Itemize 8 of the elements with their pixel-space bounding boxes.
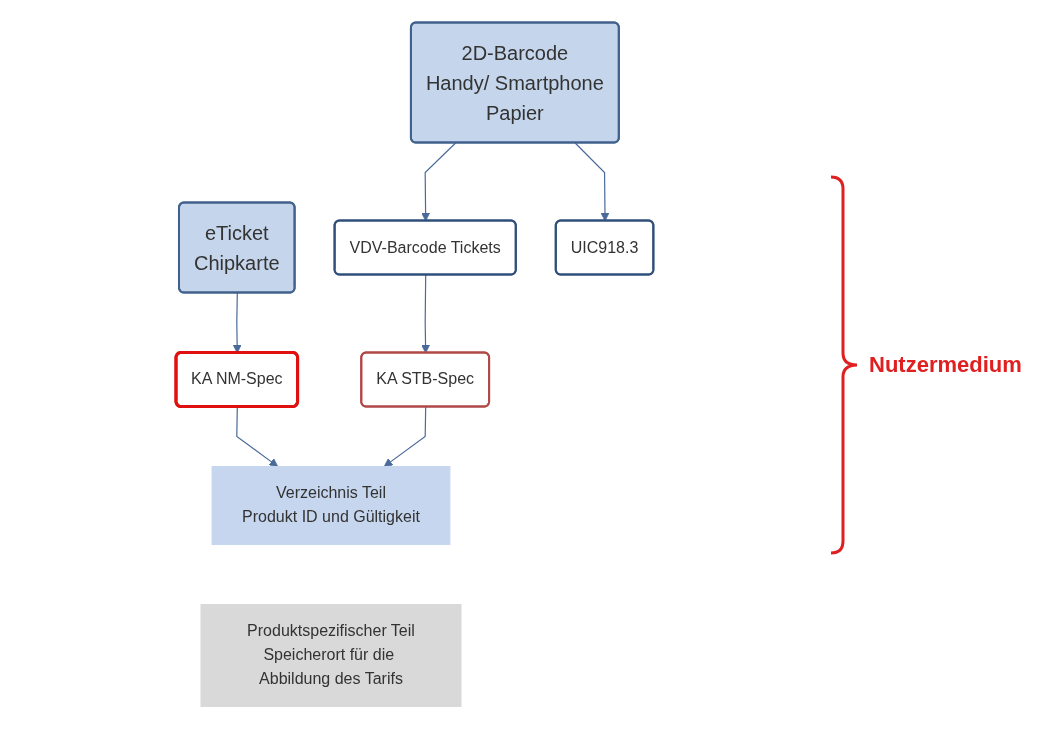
arrow (574, 142, 610, 222)
arrow (421, 142, 456, 222)
node-box: Verzeichnis Teil Produkt ID und Gültigkeit (211, 466, 451, 545)
arrow (420, 274, 430, 354)
arrow (383, 406, 427, 467)
node-box: Produktspezifischer Teil Speicherort für die Abbildung des Tarifs (200, 604, 462, 707)
arrow (236, 406, 278, 467)
group-label: Nutzermedium (869, 351, 1022, 378)
